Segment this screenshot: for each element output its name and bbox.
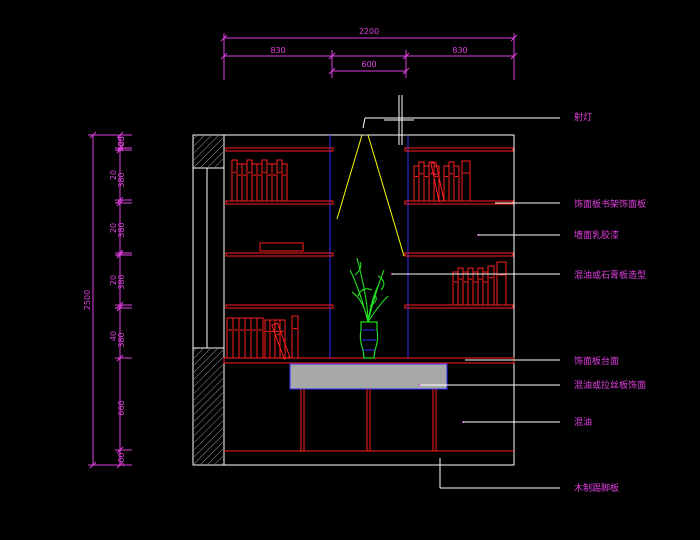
- book: [241, 163, 248, 202]
- wall-hatch-bottom: [194, 349, 223, 464]
- dim-top-total: 2200: [359, 27, 379, 36]
- book: [281, 163, 288, 202]
- book: [276, 159, 283, 202]
- book: [472, 271, 479, 306]
- book: [271, 163, 278, 202]
- book: [462, 271, 469, 306]
- vase-plant: [349, 257, 389, 359]
- book: [443, 165, 450, 202]
- book-stack: [259, 242, 304, 252]
- book: [482, 271, 489, 306]
- book: [452, 271, 459, 306]
- book: [250, 317, 258, 359]
- dim-left-segment: 400: [117, 136, 126, 151]
- dim-tick-slash: [116, 304, 124, 312]
- dim-tick-slash: [116, 446, 124, 454]
- book: [448, 161, 455, 202]
- top-dimensions: 2200 830 600 830: [220, 27, 518, 80]
- dim-left-segment: 380: [117, 222, 126, 237]
- book: [256, 317, 264, 359]
- dim-left-segment: 25: [117, 136, 126, 146]
- book: [291, 315, 299, 359]
- annotations: 射灯 饰面板书架饰面板 墙面乳胶漆 混油或石膏板造型 饰面板台面 混油或拉丝板饰…: [574, 111, 646, 494]
- book-band: [434, 173, 438, 176]
- dim-left-segment: 380: [117, 332, 126, 347]
- dim-tick-slash: [116, 196, 124, 204]
- book: [266, 163, 273, 202]
- book: [496, 261, 507, 306]
- book: [232, 317, 240, 359]
- label-wall-latex: 墙面乳胶漆: [574, 229, 619, 241]
- leader-lines: [391, 202, 560, 489]
- book: [418, 161, 425, 202]
- book: [453, 165, 460, 202]
- dim-tick-slash: [116, 301, 124, 309]
- book: [231, 159, 238, 202]
- dim-left-segment: 660: [117, 400, 126, 415]
- book: [246, 159, 253, 202]
- dim-tick-slash: [116, 199, 124, 207]
- book: [487, 265, 495, 306]
- book: [461, 160, 471, 202]
- spotlight: [336, 95, 560, 257]
- label-brushed-panel: 混油或拉丝板饰面: [574, 379, 646, 391]
- book: [256, 163, 263, 202]
- book: [244, 317, 252, 359]
- label-spotlight: 射灯: [574, 111, 592, 123]
- book: [251, 163, 258, 202]
- book: [236, 163, 243, 202]
- books: [226, 159, 507, 360]
- desk: [223, 357, 515, 452]
- wall-outline: [192, 134, 515, 466]
- dim-top-left: 830: [270, 46, 285, 55]
- book: [274, 319, 281, 359]
- dim-left-segment: 40: [109, 331, 118, 341]
- dim-tick-slash: [116, 131, 124, 139]
- book: [238, 317, 246, 359]
- dim-left-segment: 380: [117, 274, 126, 289]
- dim-left-segment: 20: [109, 275, 118, 285]
- label-bookshelf-veneer: 饰面板书架饰面板: [574, 198, 646, 210]
- dim-left-segment: 100: [117, 452, 126, 467]
- label-countertop: 饰面板台面: [574, 355, 619, 367]
- dim-left-total: 2500: [83, 290, 92, 310]
- book: [264, 319, 271, 359]
- dim-tick-slash: [116, 251, 124, 259]
- dim-tick-slash: [116, 354, 124, 362]
- label-gypsum-shape: 混油或石膏板造型: [574, 269, 646, 281]
- book: [226, 317, 234, 359]
- book: [413, 165, 420, 202]
- label-skirting: 木制踢脚板: [574, 482, 619, 494]
- book-band: [276, 333, 281, 336]
- drawer-panel: [289, 363, 448, 390]
- dim-left-segment: 20: [109, 223, 118, 233]
- label-paint: 混油: [574, 416, 592, 428]
- book: [279, 319, 286, 359]
- dim-top-middle: 600: [361, 60, 376, 69]
- book: [430, 161, 445, 203]
- wall-hatch-top: [194, 136, 223, 167]
- book: [261, 159, 268, 202]
- dim-tick-slash: [116, 146, 124, 154]
- dim-top-right: 830: [452, 46, 467, 55]
- book: [423, 165, 430, 202]
- dim-left-segment: 380: [117, 172, 126, 187]
- dim-tick-slash: [116, 461, 124, 469]
- dim-left-segment: 20: [109, 170, 118, 180]
